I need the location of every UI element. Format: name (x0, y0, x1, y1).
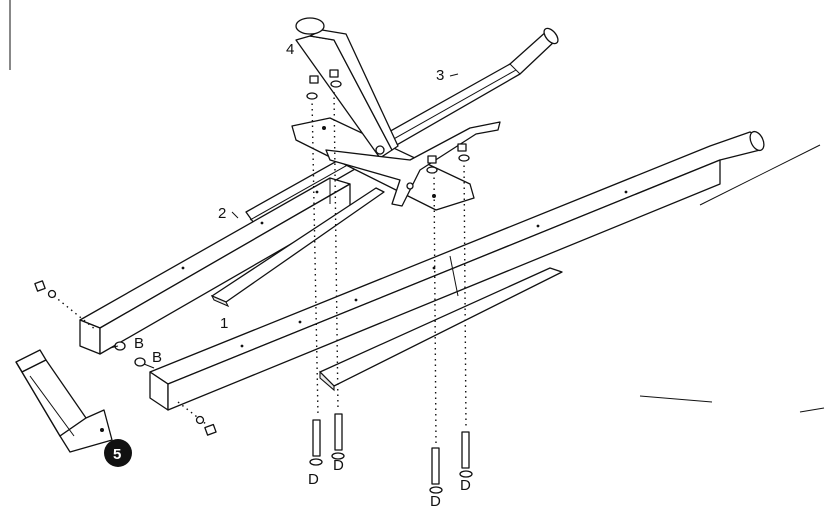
hardware-guides (53, 91, 467, 445)
stray-lines (9, 0, 825, 413)
label-part-3: 3 (436, 67, 444, 84)
label-bolt-d-1: D (308, 471, 319, 488)
part-5-bracket (15, 349, 113, 453)
label-part-4: 4 (286, 41, 294, 58)
right-rail (149, 130, 765, 411)
label-bolt-d-2: D (333, 457, 344, 474)
part-1-brace-left (210, 187, 385, 308)
label-bolt-d-4: D (460, 477, 471, 494)
part-2-rail (79, 177, 351, 355)
nuts (34, 69, 470, 436)
callout-circle-5 (104, 439, 132, 467)
part-4-cross-member (291, 17, 501, 211)
part-1-brace-right (319, 267, 563, 392)
label-bolt-b-2: B (152, 349, 162, 366)
label-part-1: 1 (220, 315, 228, 332)
label-part-2: 2 (218, 205, 226, 222)
label-bolt-b-1: B (134, 335, 144, 352)
b-bolts (109, 341, 155, 369)
d-bolts (309, 413, 473, 494)
label-bolt-d-3: D (430, 493, 441, 510)
label-part-5: 5 (113, 446, 121, 463)
